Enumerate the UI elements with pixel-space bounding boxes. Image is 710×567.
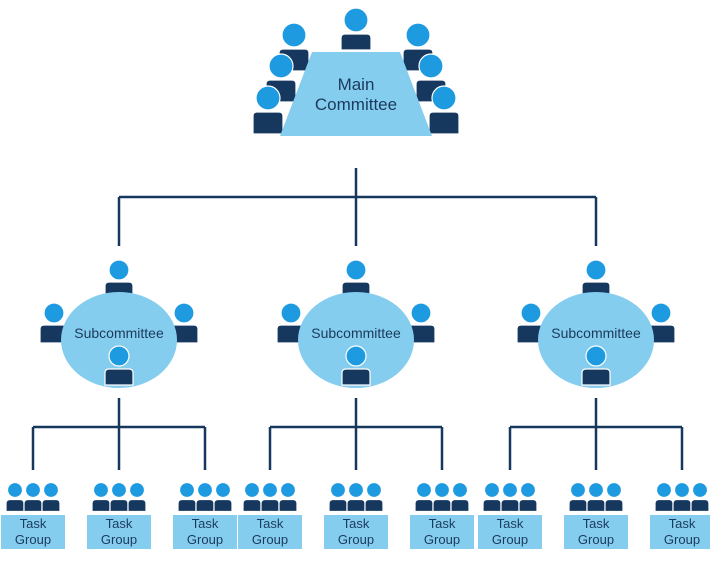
task-group-box <box>324 515 388 549</box>
subcommittee-node: Subcommittee <box>516 259 676 388</box>
task-group-label-line1: Task <box>106 516 133 531</box>
task-group-label-line2: Group <box>424 532 460 547</box>
person-icon <box>432 481 452 513</box>
task-group-label-line2: Group <box>338 532 374 547</box>
connectors <box>31 168 684 470</box>
person-icon <box>568 481 588 513</box>
task-group-label-line1: Task <box>257 516 284 531</box>
person-icon <box>340 7 372 51</box>
task-group-box <box>478 515 542 549</box>
person-icon <box>690 481 710 513</box>
person-icon <box>654 481 674 513</box>
task-group-label-line2: Group <box>101 532 137 547</box>
person-icon <box>482 481 502 513</box>
task-group-box <box>650 515 710 549</box>
person-icon <box>341 259 371 295</box>
task-group-box <box>1 515 65 549</box>
subcommittee-table <box>298 292 414 388</box>
person-icon <box>364 481 384 513</box>
person-icon <box>586 481 606 513</box>
person-icon <box>41 481 61 513</box>
person-icon <box>414 481 434 513</box>
task-group-label-line2: Group <box>187 532 223 547</box>
person-icon <box>252 85 284 135</box>
subcommittee-label: Subcommittee <box>311 325 401 341</box>
person-icon <box>195 481 215 513</box>
main-committee-table <box>280 52 432 136</box>
task-group-box <box>410 515 474 549</box>
person-icon <box>276 302 306 344</box>
person-icon <box>604 481 624 513</box>
task-group-box <box>564 515 628 549</box>
main-committee-members <box>252 7 460 135</box>
person-icon <box>516 302 546 344</box>
task-group-box <box>173 515 237 549</box>
subcommittee-node: Subcommittee <box>39 259 199 388</box>
task-group-label-line2: Group <box>578 532 614 547</box>
person-icon <box>346 481 366 513</box>
person-icon <box>341 345 371 386</box>
person-icon <box>450 481 470 513</box>
task-group-label-line1: Task <box>583 516 610 531</box>
person-icon <box>328 481 348 513</box>
task-group-label-line1: Task <box>497 516 524 531</box>
person-icon <box>109 481 129 513</box>
person-icon <box>581 259 611 295</box>
person-icon <box>177 481 197 513</box>
main-committee-label-line1: Main <box>338 75 375 94</box>
subcommittee-label: Subcommittee <box>551 325 641 341</box>
task-group-box <box>238 515 302 549</box>
task-group-label-line2: Group <box>492 532 528 547</box>
task-group-label-line1: Task <box>343 516 370 531</box>
task-group-label-line2: Group <box>664 532 700 547</box>
task-group-label-line1: Task <box>429 516 456 531</box>
subcommittee-table <box>538 292 654 388</box>
person-icon <box>518 481 538 513</box>
task-group-label-line2: Group <box>15 532 51 547</box>
person-icon <box>23 481 43 513</box>
subcommittee-table <box>61 292 177 388</box>
person-icon <box>581 345 611 386</box>
task-group-label-line2: Group <box>252 532 288 547</box>
subcommittee-row: Subcommittee Subcommittee Subcommittee <box>39 259 676 388</box>
person-icon <box>278 481 298 513</box>
person-icon <box>500 481 520 513</box>
person-icon <box>646 302 676 344</box>
person-icon <box>104 259 134 295</box>
subcommittee-node: Subcommittee <box>276 259 436 388</box>
person-icon <box>242 481 262 513</box>
person-icon <box>127 481 147 513</box>
person-icon <box>104 345 134 386</box>
person-icon <box>428 85 460 135</box>
task-group-label-line1: Task <box>192 516 219 531</box>
person-icon <box>213 481 233 513</box>
main-committee-node: Main Committee <box>252 7 460 136</box>
task-group-box <box>87 515 151 549</box>
person-icon <box>91 481 111 513</box>
task-group-label-line1: Task <box>669 516 696 531</box>
task-group-label-line1: Task <box>20 516 47 531</box>
person-icon <box>260 481 280 513</box>
subcommittee-label: Subcommittee <box>74 325 164 341</box>
main-committee-label-line2: Committee <box>315 95 397 114</box>
person-icon <box>5 481 25 513</box>
task-group-row: TaskGroupTaskGroupTaskGroupTaskGroupTask… <box>1 481 710 549</box>
person-icon <box>672 481 692 513</box>
